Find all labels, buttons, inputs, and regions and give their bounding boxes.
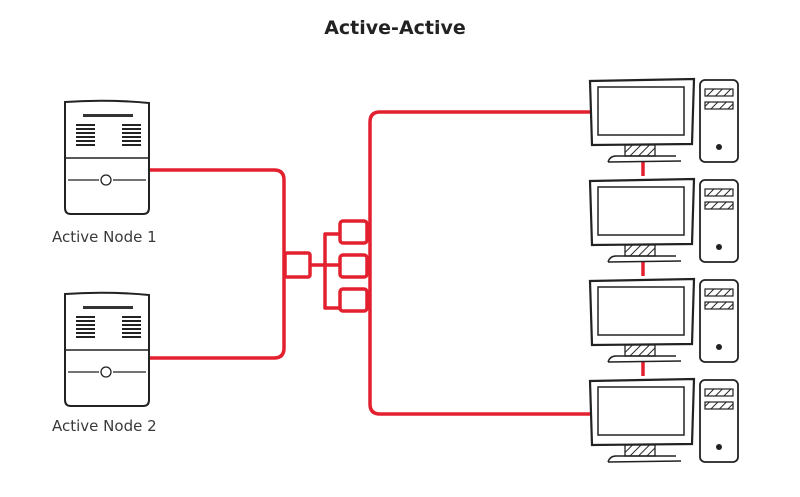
node-2-label: Active Node 2: [52, 417, 157, 435]
node-1-label: Active Node 1: [52, 228, 157, 246]
diagram-title: Active-Active: [324, 17, 466, 39]
network-switch-icon: [283, 219, 369, 313]
desktop-computer-icon: [588, 177, 740, 264]
network-links: [150, 110, 645, 416]
link-switch-to-clients: [368, 110, 590, 416]
desktop-computer-icon: [588, 77, 740, 164]
switch-root-box: [283, 251, 312, 279]
switch-port-box: [338, 253, 369, 279]
link-switch-branch: [323, 232, 343, 310]
switch-port-box: [338, 219, 369, 245]
link-nodes-to-switch: [150, 168, 286, 360]
switch-port-box: [338, 287, 369, 313]
desktop-computer-icon: [588, 277, 740, 364]
server-icon: [64, 99, 150, 215]
desktop-computer-icon: [588, 377, 740, 464]
server-icon: [64, 291, 150, 407]
